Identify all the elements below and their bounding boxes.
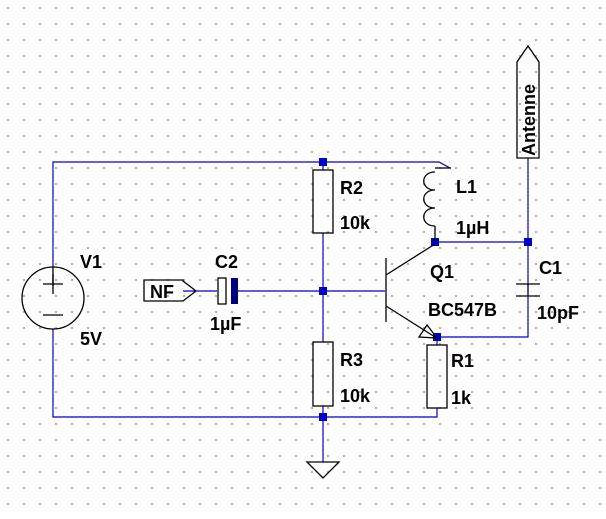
- capacitor-c2[interactable]: C2 1µF: [210, 252, 241, 334]
- r3-ref: R3: [340, 350, 363, 370]
- inductor-l1-coil: [423, 171, 436, 227]
- v1-value: 5V: [80, 329, 102, 349]
- transistor-emitter-leg: [385, 305, 436, 338]
- resistor-r2-body: [312, 169, 334, 234]
- wire-bottom-rail: [52, 330, 438, 418]
- l1-ref: L1: [456, 177, 477, 197]
- q1-value: BC547B: [428, 300, 497, 320]
- l1-value: 1µH: [456, 218, 489, 238]
- net-label-antenna-flag: [516, 44, 540, 159]
- resistor-r1[interactable]: R1 1k: [426, 344, 474, 409]
- net-label-antenna[interactable]: Antenne: [516, 44, 540, 159]
- antenna-label: Antenne: [519, 84, 539, 156]
- q1-ref: Q1: [430, 262, 454, 282]
- wire-c1-emitter: [437, 296, 529, 338]
- resistor-r3[interactable]: R3 10k: [312, 341, 371, 407]
- net-label-nf-flag: [143, 279, 198, 302]
- r1-ref: R1: [451, 351, 474, 371]
- nf-label: NF: [150, 282, 174, 302]
- resistor-r2[interactable]: R2 10k: [312, 169, 371, 234]
- resistor-r3-body: [312, 341, 334, 407]
- ground-icon: [305, 461, 341, 479]
- capacitor-c2-plus-plate: [217, 277, 227, 305]
- transistor-q1[interactable]: Q1 BC547B: [385, 243, 497, 339]
- c2-ref: C2: [215, 252, 238, 272]
- r2-value: 10k: [340, 213, 371, 233]
- c1-ref: C1: [539, 258, 562, 278]
- node-bottom: [319, 413, 327, 421]
- node-c1-top: [524, 238, 532, 246]
- c2-value: 1µF: [210, 314, 241, 334]
- r3-value: 10k: [340, 386, 371, 406]
- node-top-r2: [319, 158, 327, 166]
- r2-ref: R2: [340, 178, 363, 198]
- capacitor-c1[interactable]: C1 10pF: [516, 258, 579, 323]
- net-label-nf[interactable]: NF: [143, 279, 198, 302]
- inductor-l1[interactable]: L1 1µH: [423, 167, 490, 242]
- v1-ref: V1: [80, 252, 102, 272]
- resistor-r1-body: [426, 344, 448, 409]
- wire-top-rail: [52, 161, 451, 266]
- capacitor-c2-minus-plate: [231, 278, 238, 304]
- voltage-source-v1[interactable]: V1 5V: [21, 252, 102, 349]
- transistor-emitter-arrow: [417, 323, 439, 339]
- node-base: [319, 287, 327, 295]
- transistor-collector-leg: [385, 243, 436, 276]
- ground-symbol: [305, 461, 341, 479]
- r1-value: 1k: [451, 388, 472, 408]
- c1-value: 10pF: [537, 303, 579, 323]
